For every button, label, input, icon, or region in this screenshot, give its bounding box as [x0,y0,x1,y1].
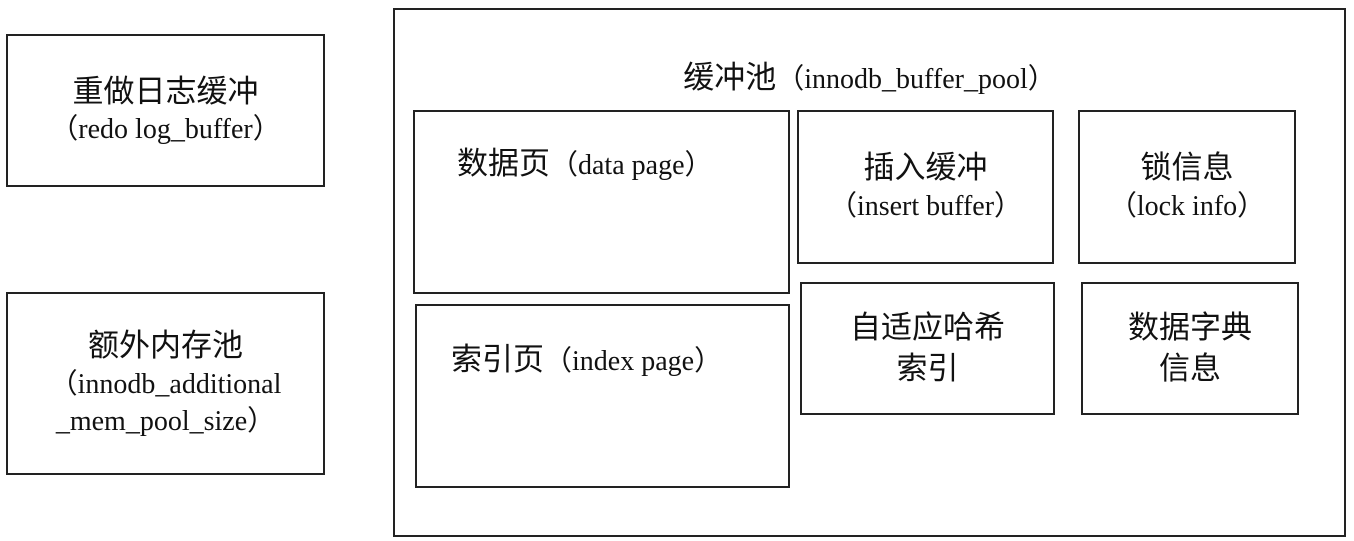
index-page-box: 索引页（index page） [415,304,790,488]
index-page-subtitle: （index page） [544,346,723,377]
additional-mem-pool-title: 额外内存池 [88,328,243,364]
data-page-label: 数据页（data page） [457,138,713,183]
data-dictionary-box: 数据字典 信息 [1081,282,1299,415]
adaptive-hash-index-line2: 索引 [896,350,959,386]
insert-buffer-title: 插入缓冲 [863,150,988,186]
buffer-pool-subtitle: （innodb_buffer_pool） [776,64,1056,95]
redo-log-buffer-title: 重做日志缓冲 [72,73,259,109]
insert-buffer-subtitle: （insert buffer） [828,190,1023,222]
redo-log-buffer-subtitle: （redo log_buffer） [50,114,281,146]
data-page-subtitle: （data page） [550,150,713,181]
buffer-pool-title: 缓冲池 [683,60,777,95]
index-page-title: 索引页 [451,342,544,377]
adaptive-hash-index-line1: 自适应哈希 [850,309,1005,345]
additional-mem-pool-line2: （innodb_additional [49,369,282,400]
lock-info-box: 锁信息 （lock info） [1078,110,1296,264]
redo-log-buffer-box: 重做日志缓冲 （redo log_buffer） [6,34,325,187]
lock-info-subtitle: （lock info） [1108,190,1266,222]
additional-mem-pool-line3: _mem_pool_size） [55,405,276,437]
data-dictionary-line1: 数据字典 [1128,309,1252,345]
data-page-box: 数据页（data page） [413,110,790,294]
buffer-pool-heading: 缓冲池（innodb_buffer_pool） [395,52,1344,97]
additional-mem-pool-box: 额外内存池 （innodb_additional _mem_pool_size） [6,292,325,475]
insert-buffer-box: 插入缓冲 （insert buffer） [797,110,1054,264]
index-page-label: 索引页（index page） [451,334,722,379]
data-page-title: 数据页 [457,146,550,181]
lock-info-title: 锁信息 [1140,150,1234,186]
adaptive-hash-index-box: 自适应哈希 索引 [800,282,1055,415]
data-dictionary-line2: 信息 [1159,350,1221,386]
